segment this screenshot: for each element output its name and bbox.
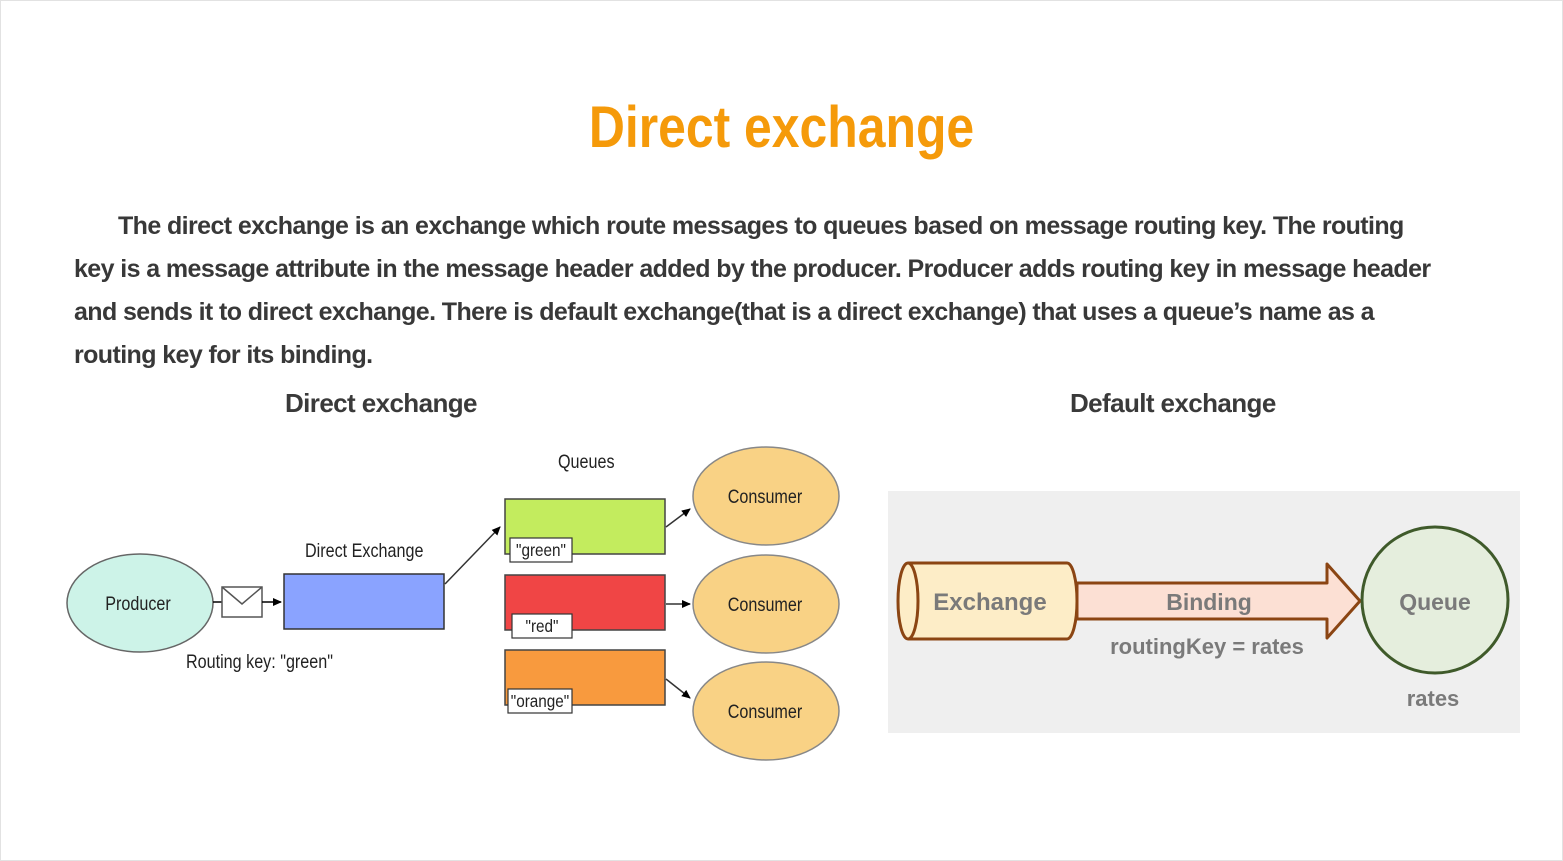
consumer-label-1: Consumer — [728, 486, 803, 508]
direct-exchange-diagram: Producer Routing key: "green" Direct Exc… — [66, 446, 840, 761]
exchange-cylinder — [896, 561, 1079, 641]
message-envelope-icon — [213, 586, 282, 618]
consumer-node-3 — [692, 661, 840, 761]
queue-orange-key: "orange" — [511, 691, 570, 711]
binding-arrow — [1075, 562, 1362, 640]
queue-label: Queue — [1399, 589, 1471, 615]
producer-label: Producer — [105, 593, 171, 615]
routing-key-label: Routing key: "green" — [186, 651, 333, 673]
producer-node — [66, 553, 214, 653]
default-exchange-diagram: Exchange Binding routingKey = rates Queu… — [888, 491, 1520, 733]
direct-exchange-label: Direct Exchange — [305, 540, 424, 562]
queue-red-key: "red" — [526, 616, 559, 636]
slide-title: Direct exchange — [588, 95, 975, 160]
queue-name-label: rates — [1407, 686, 1460, 711]
consumer-label-2: Consumer — [728, 594, 803, 616]
consumer-label-3: Consumer — [728, 701, 803, 723]
default-exchange-heading: Default exchange — [1070, 388, 1276, 418]
direct-exchange-heading: Direct exchange — [285, 388, 477, 418]
description-text: The direct exchange is an exchange which… — [74, 212, 1431, 369]
queues-label: Queues — [558, 451, 615, 473]
binding-label: Binding — [1166, 589, 1252, 615]
slide-description: The direct exchange is an exchange which… — [74, 205, 1434, 377]
routing-key-text: routingKey = rates — [1110, 634, 1304, 659]
direct-exchange-node — [283, 573, 445, 630]
queue-node — [1360, 525, 1510, 675]
queue-green-key: "green" — [516, 540, 566, 560]
exchange-label: Exchange — [933, 589, 1046, 616]
consumer-node-1 — [692, 446, 840, 546]
consumer-node-2 — [692, 554, 840, 654]
